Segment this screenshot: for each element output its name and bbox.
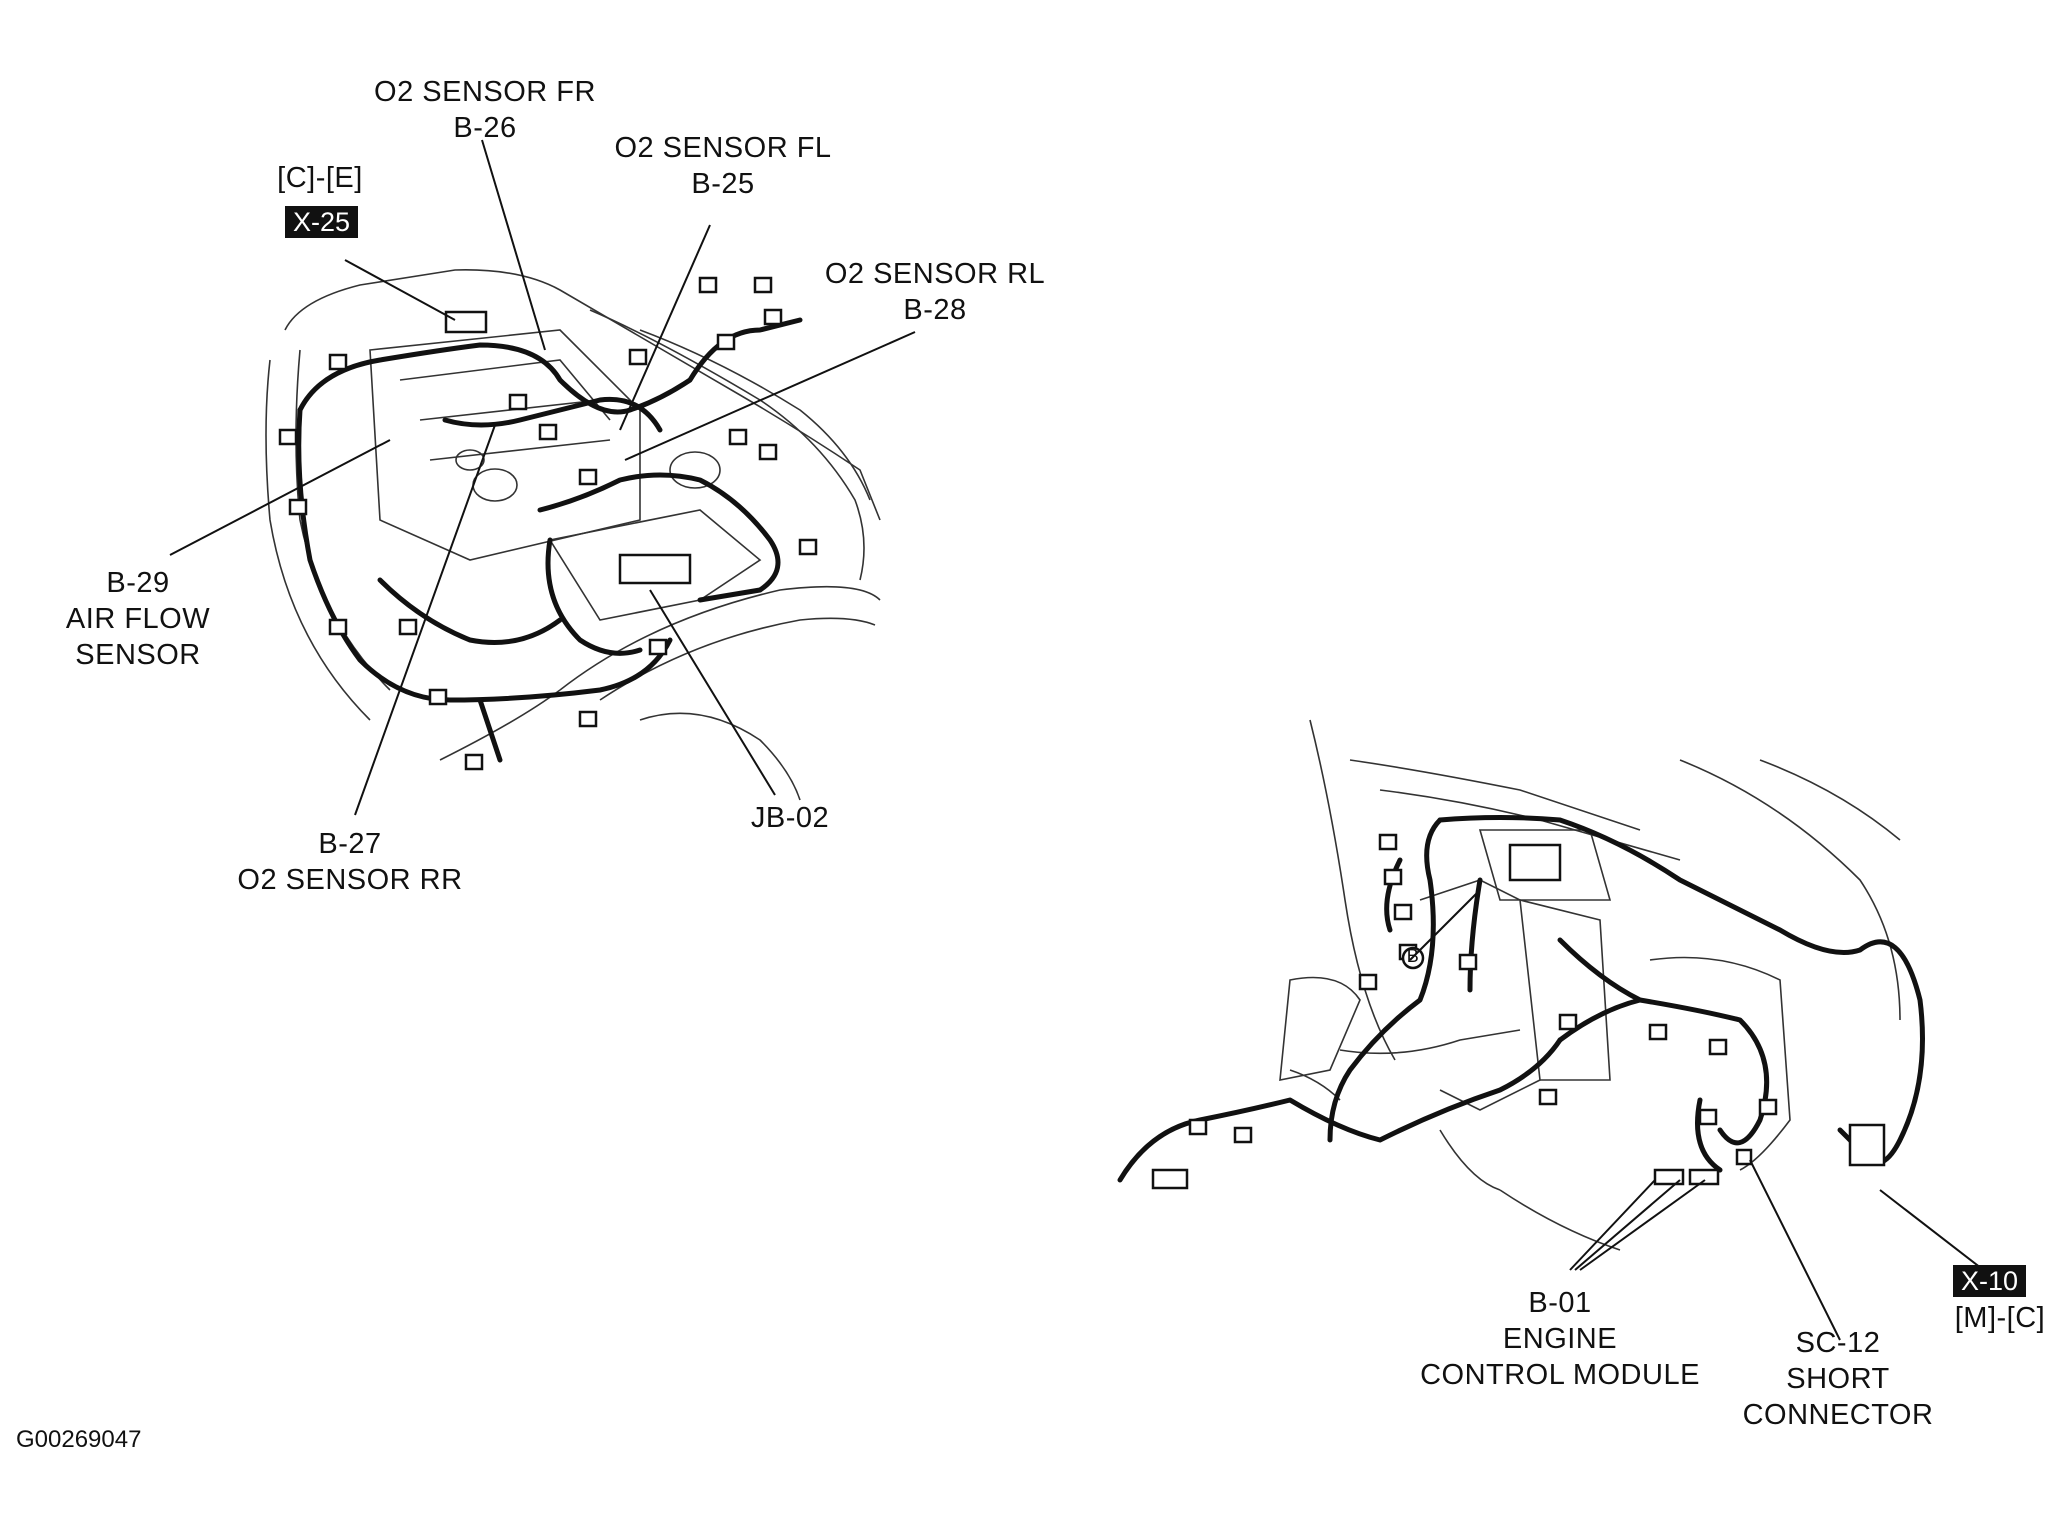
junction-block-label: JB-02 (750, 802, 830, 834)
o2-sensor-fr-code: B-26 (453, 112, 517, 144)
ecm-code: B-01 (1528, 1287, 1592, 1319)
air-flow-sensor-name-2: SENSOR (75, 639, 201, 671)
engine-control-module-label: B-01 ENGINE CONTROL MODULE (1420, 1285, 1700, 1393)
o2-sensor-rr-name: O2 SENSOR RR (237, 864, 463, 896)
short-connector-code: SC-12 (1795, 1327, 1881, 1359)
o2-sensor-fl-name: O2 SENSOR FL (614, 132, 832, 164)
o2-sensor-rl-name: O2 SENSOR RL (824, 258, 1046, 290)
figure-id: G00269047 (16, 1426, 142, 1453)
ecm-name-2: CONTROL MODULE (1420, 1359, 1700, 1391)
connector-x25-tag: X-25 (285, 206, 359, 238)
o2-sensor-fr-label: O2 SENSOR FR B-26 (374, 74, 596, 146)
engine-grid-reference: [C]-[E] (277, 162, 363, 194)
passenger-compartment-illustration (1117, 719, 1991, 1341)
short-connector-label: SC-12 SHORT CONNECTOR (1743, 1325, 1934, 1433)
air-flow-sensor-label: B-29 AIR FLOW SENSOR (66, 565, 210, 673)
air-flow-sensor-name-1: AIR FLOW (65, 603, 211, 635)
ecm-name-1: ENGINE (1502, 1323, 1618, 1355)
cabin-grid-reference: [M]-[C] (1954, 1302, 2046, 1334)
o2-sensor-rl-code: B-28 (903, 294, 967, 326)
o2-sensor-fr-name: O2 SENSOR FR (374, 76, 596, 108)
engine-compartment-illustration (169, 139, 916, 816)
connector-x10-tag: X-10 (1953, 1265, 2027, 1297)
o2-sensor-fl-code: B-25 (691, 168, 755, 200)
inline-connector-marker: B (1406, 946, 1420, 966)
o2-sensor-rr-label: B-27 O2 SENSOR RR (237, 826, 462, 898)
o2-sensor-rr-code: B-27 (318, 828, 382, 860)
air-flow-sensor-code: B-29 (106, 567, 170, 599)
short-connector-name-1: SHORT (1786, 1363, 1890, 1395)
o2-sensor-fl-label: O2 SENSOR FL B-25 (614, 130, 831, 202)
o2-sensor-rl-label: O2 SENSOR RL B-28 (825, 256, 1045, 328)
short-connector-name-2: CONNECTOR (1742, 1399, 1934, 1431)
